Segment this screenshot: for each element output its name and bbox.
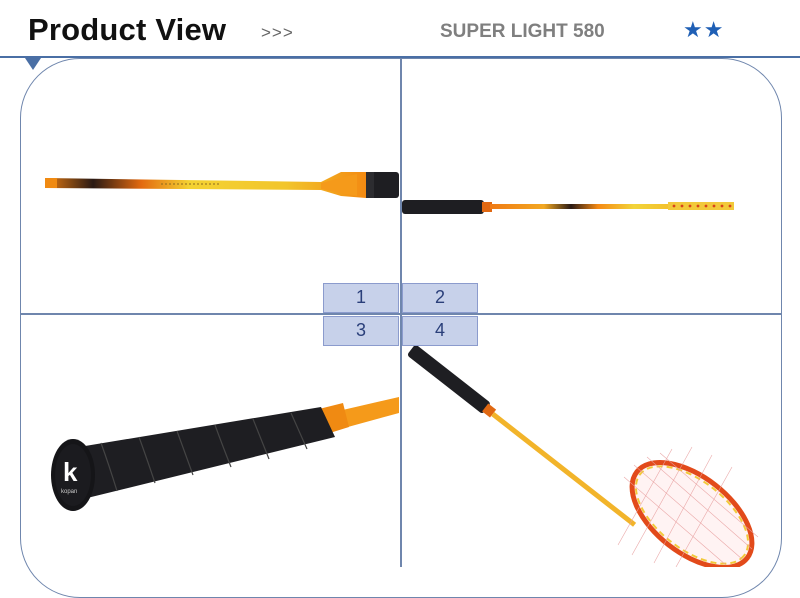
image-selector-button-4[interactable]: 4 bbox=[402, 316, 478, 346]
image-selector: 1 2 3 4 bbox=[323, 283, 478, 347]
logo-k: k bbox=[63, 457, 78, 487]
product-image-4[interactable] bbox=[402, 315, 780, 567]
logo-sub: kopan bbox=[61, 489, 77, 495]
product-model-name: SUPER LIGHT 580 bbox=[440, 21, 605, 42]
image-selector-button-2[interactable]: 2 bbox=[402, 283, 478, 313]
product-image-1[interactable] bbox=[21, 60, 399, 312]
arrows-decoration: >>> bbox=[261, 23, 294, 42]
page-header: Product View >>> SUPER LIGHT 580 ★★ bbox=[0, 0, 800, 60]
product-image-2[interactable] bbox=[402, 60, 780, 312]
pointer-triangle-icon bbox=[25, 58, 41, 70]
image-selector-button-3[interactable]: 3 bbox=[323, 316, 399, 346]
image-selector-button-1[interactable]: 1 bbox=[323, 283, 399, 313]
racket-side-view-2 bbox=[402, 200, 734, 214]
grid-horizontal-divider bbox=[20, 313, 782, 315]
racket-side-view-1 bbox=[45, 172, 399, 198]
rating-stars: ★★ bbox=[683, 18, 725, 43]
page-title: Product View bbox=[28, 12, 227, 47]
product-image-3[interactable]: k kopan bbox=[21, 315, 399, 567]
grid-vertical-divider bbox=[400, 58, 402, 567]
racket-handle-closeup: k kopan bbox=[51, 397, 399, 511]
header-divider bbox=[0, 56, 800, 58]
racket-full-view bbox=[407, 345, 759, 567]
